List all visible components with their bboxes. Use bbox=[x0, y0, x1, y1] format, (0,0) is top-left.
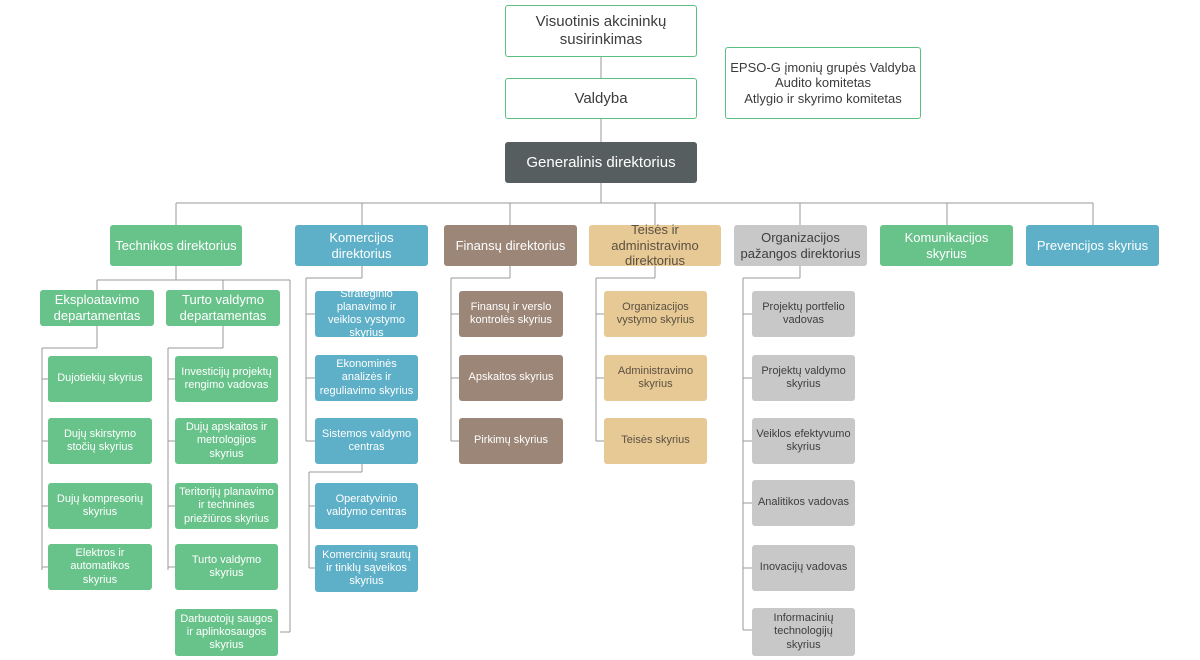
committees-box: EPSO-G įmonių grupės Valdyba Audito komi… bbox=[725, 47, 921, 119]
committee-item: Atlygio ir skyrimo komitetas bbox=[744, 90, 902, 106]
commercial-subunit-box: Operatyvinio valdymo centras bbox=[315, 483, 418, 529]
asset-department-box: Turto valdymo departamentas bbox=[166, 290, 280, 326]
commercial-unit-box: Ekonominės analizės ir reguliavimo skyri… bbox=[315, 355, 418, 401]
finance-director-box: Finansų direktorius bbox=[444, 225, 577, 266]
communication-unit-box: Komunikacijos skyrius bbox=[880, 225, 1013, 266]
board-box: Valdyba bbox=[505, 78, 697, 119]
asset-unit-box: Investicijų projektų rengimo vadovas bbox=[175, 356, 278, 402]
ceo-box: Generalinis direktorius bbox=[505, 142, 697, 183]
operations-department-box: Eksploatavimo departamentas bbox=[40, 290, 154, 326]
development-unit-box: Inovacijų vadovas bbox=[752, 545, 855, 591]
development-unit-box: Informacinių technologijų skyrius bbox=[752, 608, 855, 656]
commercial-director-box: Komercijos direktorius bbox=[295, 225, 428, 266]
commercial-unit-box: Sistemos valdymo centras bbox=[315, 418, 418, 464]
finance-unit-box: Finansų ir verslo kontrolės skyrius bbox=[459, 291, 563, 337]
development-unit-box: Veiklos efektyvumo skyrius bbox=[752, 418, 855, 464]
prevention-unit-box: Prevencijos skyrius bbox=[1026, 225, 1159, 266]
operations-unit-box: Elektros ir automatikos skyrius bbox=[48, 544, 152, 590]
legal-unit-box: Teisės skyrius bbox=[604, 418, 707, 464]
asset-unit-box: Darbuotojų saugos ir aplinkosaugos skyri… bbox=[175, 609, 278, 656]
commercial-subunit-box: Komercinių srautų ir tinklų sąveikos sky… bbox=[315, 545, 418, 592]
finance-unit-box: Pirkimų skyrius bbox=[459, 418, 563, 464]
general-meeting-box: Visuotinis akcininkų susirinkimas bbox=[505, 5, 697, 57]
operations-unit-box: Dujotiekių skyrius bbox=[48, 356, 152, 402]
asset-unit-box: Teritorijų planavimo ir techninės prieži… bbox=[175, 483, 278, 529]
development-unit-box: Projektų valdymo skyrius bbox=[752, 355, 855, 401]
operations-unit-box: Dujų skirstymo stočių skyrius bbox=[48, 418, 152, 464]
development-unit-box: Projektų portfelio vadovas bbox=[752, 291, 855, 337]
development-unit-box: Analitikos vadovas bbox=[752, 480, 855, 526]
technical-director-box: Technikos direktorius bbox=[110, 225, 242, 266]
committee-item: Audito komitetas bbox=[774, 75, 872, 91]
legal-unit-box: Organizacijos vystymo skyrius bbox=[604, 291, 707, 337]
legal-director-box: Teisės ir administravimo direktorius bbox=[589, 222, 721, 268]
asset-unit-box: Turto valdymo skyrius bbox=[175, 544, 278, 590]
operations-unit-box: Dujų kompresorių skyrius bbox=[48, 483, 152, 529]
commercial-unit-box: Strateginio planavimo ir veiklos vystymo… bbox=[315, 288, 418, 339]
finance-unit-box: Apskaitos skyrius bbox=[459, 355, 563, 401]
development-director-box: Organizacijos pažangos direktorius bbox=[734, 225, 867, 266]
asset-unit-box: Dujų apskaitos ir metrologijos skyrius bbox=[175, 418, 278, 464]
legal-unit-box: Administravimo skyrius bbox=[604, 355, 707, 401]
committee-item: EPSO-G įmonių grupės Valdyba bbox=[730, 59, 916, 75]
